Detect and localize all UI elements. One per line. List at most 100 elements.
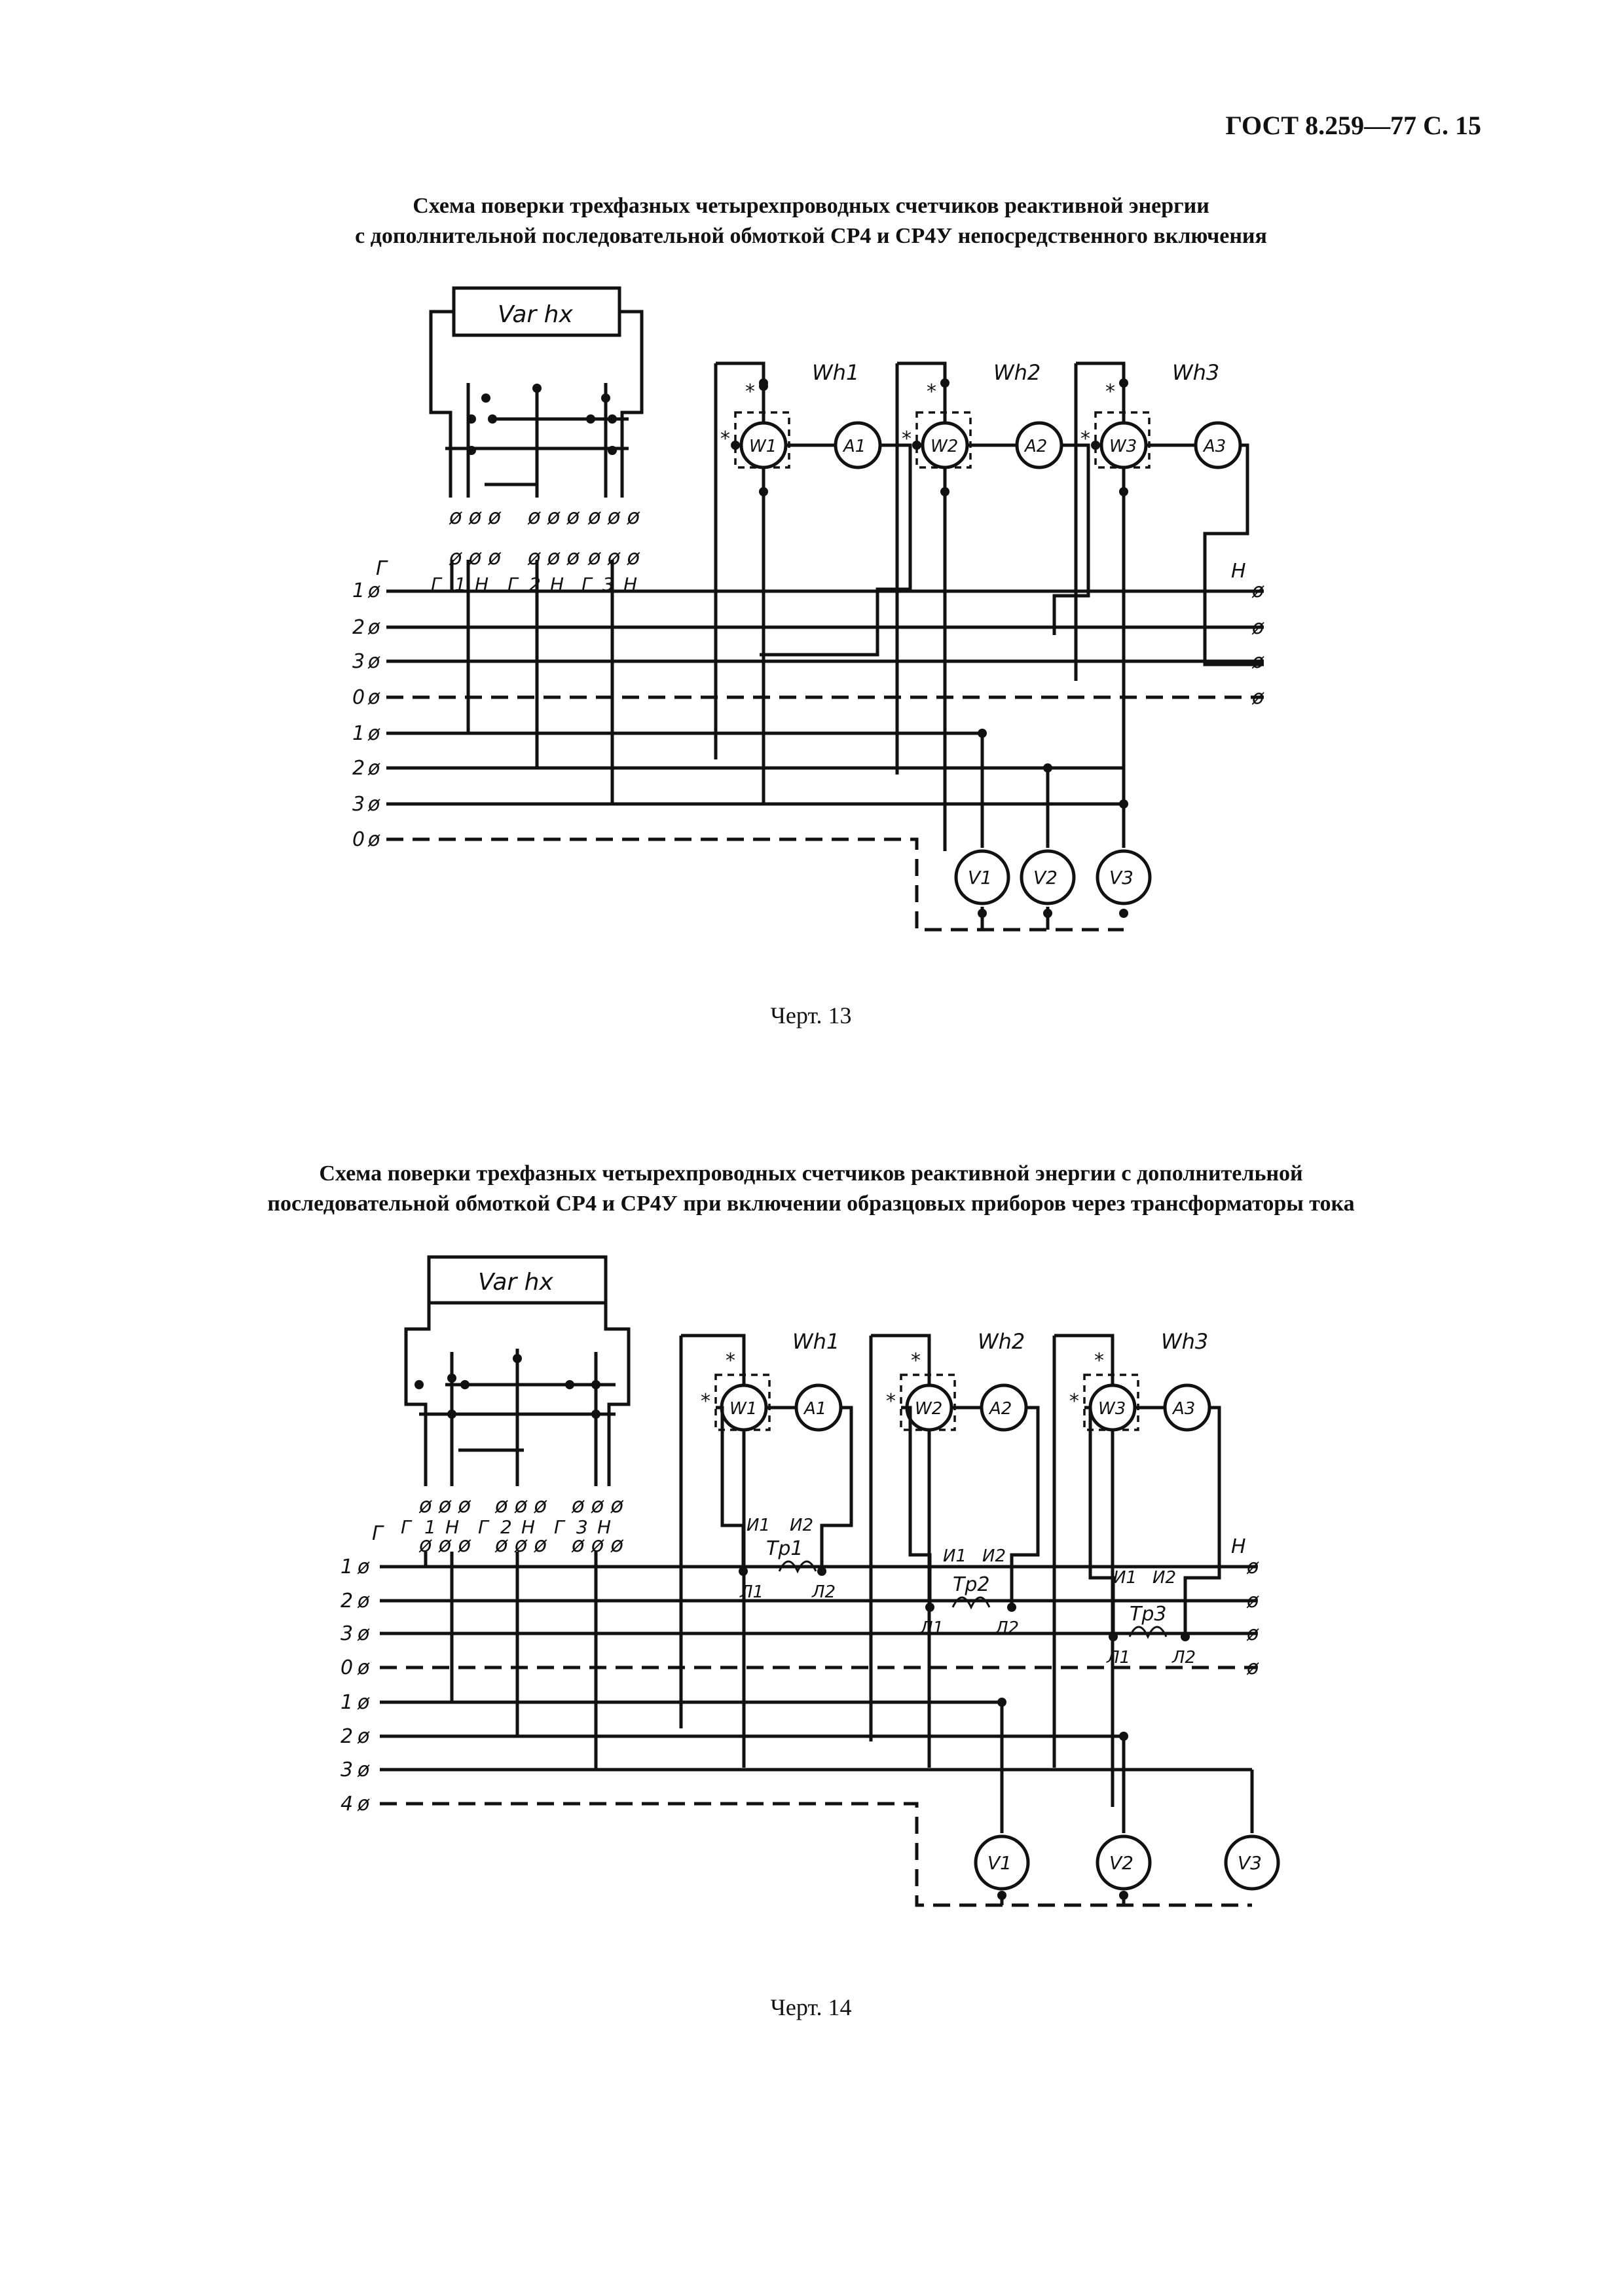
svg-text:ø: ø — [1246, 1590, 1259, 1613]
svg-text:4: 4 — [341, 1793, 353, 1815]
transformer-tp2: Тр2 И1 И2 Л1 Л2 — [919, 1546, 1019, 1638]
a2-label: A2 — [988, 1399, 1012, 1419]
meter-wh2: W2 A2 Wh2 * * — [902, 360, 1063, 469]
svg-text:ø ø ø: ø ø ø — [527, 545, 580, 570]
svg-text:ø: ø — [1251, 686, 1264, 709]
svg-text:Л2: Л2 — [811, 1582, 836, 1602]
title-line: Схема поверки трехфазных четырехпроводны… — [319, 1161, 1303, 1186]
w3-label: W3 — [1098, 1399, 1126, 1419]
wh3-wiring — [1052, 1334, 1221, 1807]
title-line: последовательной обмоткой СР4 и СР4У при… — [267, 1192, 1355, 1216]
svg-text:И2: И2 — [790, 1516, 813, 1535]
v1-label: V1 — [987, 1852, 1012, 1874]
svg-text:*: * — [927, 380, 936, 403]
varh-nodes — [467, 384, 617, 455]
line-labels: 1 2 3 0 1 2 3 0 øø øø øø øø øø øø — [352, 579, 1264, 851]
meter-wh1: W1 A1 Wh1 * * — [720, 360, 882, 469]
page-header: ГОСТ 8.259—77 С. 15 — [1225, 111, 1481, 140]
svg-text:2: 2 — [352, 616, 365, 639]
meter-wh3: W3 A3 Wh3 * * — [1080, 360, 1242, 469]
svg-text:ø: ø — [367, 650, 380, 673]
wh2-label: Wh2 — [978, 1329, 1025, 1354]
svg-text:ø ø ø: ø ø ø — [494, 1493, 547, 1518]
wh3-label: Wh3 — [1172, 360, 1219, 385]
svg-text:ø: ø — [1251, 616, 1264, 639]
svg-text:И1: И1 — [746, 1516, 770, 1535]
svg-text:3: 3 — [576, 1516, 588, 1538]
svg-text:1: 1 — [341, 1556, 353, 1578]
v3-label: V3 — [1109, 867, 1134, 888]
svg-text:ø: ø — [357, 1556, 370, 1578]
svg-text:ø: ø — [1251, 650, 1264, 673]
svg-text:ø: ø — [1246, 1656, 1259, 1679]
svg-text:3: 3 — [352, 650, 365, 673]
svg-text:ø: ø — [357, 1758, 370, 1781]
varh-label: Var hx — [478, 1269, 553, 1296]
svg-text:Н: Н — [445, 1516, 459, 1538]
svg-text:2: 2 — [341, 1725, 353, 1748]
svg-text:Л1: Л1 — [1106, 1648, 1130, 1667]
svg-text:*: * — [720, 428, 730, 450]
meter-wh2: W2 A2 Wh2 * * — [886, 1329, 1028, 1432]
svg-text:Г: Г — [478, 1516, 490, 1538]
varh-leads — [429, 310, 644, 498]
svg-text:*: * — [726, 1349, 735, 1372]
w2-label: W2 — [931, 437, 958, 456]
a1-label: A1 — [803, 1399, 826, 1419]
bus-lines — [386, 560, 1264, 932]
svg-text:ø: ø — [357, 1725, 370, 1748]
svg-text:Л2: Л2 — [1171, 1648, 1196, 1667]
terminal-labels: Г 1 Н Г 2 Н Г 3 Н — [401, 1516, 611, 1538]
svg-text:2: 2 — [352, 757, 365, 780]
svg-text:Г: Г — [554, 1516, 566, 1538]
svg-text:ø ø ø: ø ø ø — [418, 1493, 471, 1518]
svg-text:Тр3: Тр3 — [1130, 1603, 1166, 1626]
meter-wh1: W1 A1 Wh1 * * — [701, 1329, 843, 1432]
svg-text:0: 0 — [352, 828, 365, 851]
v2-label: V2 — [1109, 1852, 1134, 1874]
svg-text:1: 1 — [352, 722, 365, 745]
w1-label: W1 — [729, 1399, 757, 1419]
svg-text:ø: ø — [367, 722, 380, 745]
v1-label: V1 — [968, 867, 992, 888]
varh-leads — [404, 1280, 631, 1486]
svg-text:ø ø ø: ø ø ø — [449, 545, 502, 570]
transformer-tp1: Тр1 И1 И2 Л1 Л2 — [739, 1516, 836, 1602]
line-labels: 1 2 3 0 1 2 3 4 øø øø øø øø øø øø — [341, 1556, 1259, 1815]
w2-label: W2 — [915, 1399, 942, 1419]
svg-text:ø: ø — [1251, 579, 1264, 602]
svg-text:*: * — [1069, 1390, 1079, 1413]
svg-text:0: 0 — [352, 686, 365, 709]
varh-internal-wires — [445, 383, 629, 498]
svg-text:ø: ø — [357, 1793, 370, 1815]
v2-label: V2 — [1033, 867, 1058, 888]
svg-text:ø ø ø: ø ø ø — [449, 504, 502, 529]
wh1-label: Wh1 — [792, 1329, 839, 1354]
svg-text:Г: Г — [401, 1516, 413, 1538]
voltmeters: V1 V2 V3 — [954, 729, 1152, 930]
wh3-label: Wh3 — [1161, 1329, 1208, 1354]
varh-internal-wires — [419, 1349, 616, 1486]
load-label: Н — [1231, 560, 1246, 583]
svg-text:ø: ø — [1246, 1622, 1259, 1645]
wh1-label: Wh1 — [812, 360, 859, 385]
wh3-wiring — [1074, 361, 1264, 805]
svg-text:ø: ø — [367, 828, 380, 851]
svg-text:И2: И2 — [982, 1546, 1006, 1566]
a3-label: A3 — [1171, 1399, 1195, 1419]
svg-text:ø: ø — [367, 686, 380, 709]
svg-text:Тр2: Тр2 — [953, 1573, 989, 1596]
svg-text:ø: ø — [357, 1656, 370, 1679]
wh1-wiring — [679, 1334, 853, 1768]
svg-text:*: * — [911, 1349, 921, 1372]
svg-text:ø: ø — [367, 616, 380, 639]
svg-text:ø: ø — [357, 1590, 370, 1613]
title-line: Схема поверки трехфазных четырехпроводны… — [413, 194, 1209, 218]
svg-text:*: * — [886, 1390, 896, 1413]
svg-text:Н: Н — [597, 1516, 611, 1538]
figure-14-title: Схема поверки трехфазных четырехпроводны… — [0, 1159, 1622, 1219]
varh-label: Var hx — [498, 301, 573, 328]
svg-text:3: 3 — [341, 1758, 353, 1781]
